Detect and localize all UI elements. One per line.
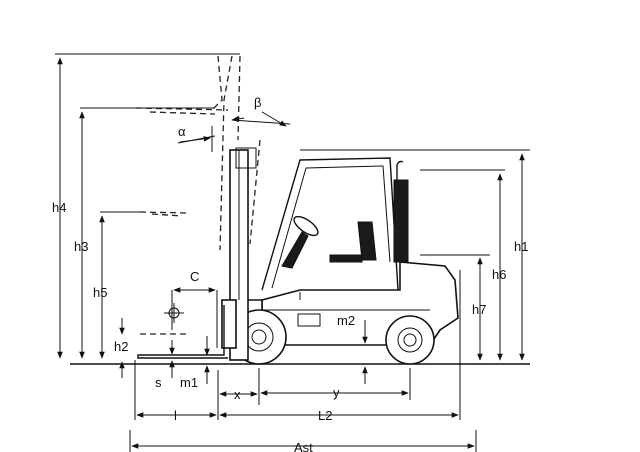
- label-beta: β: [254, 95, 261, 110]
- reference-lines: [55, 53, 530, 452]
- front-wheel-center: [251, 329, 267, 345]
- label-m1: m1: [180, 375, 198, 390]
- hood-line: [262, 292, 430, 311]
- arrow-beta-left: [231, 116, 245, 122]
- label-h4: h4: [52, 200, 66, 215]
- dimension-arrows: [57, 57, 525, 449]
- arrow-beta: [261, 111, 287, 127]
- rear-post: [393, 179, 409, 263]
- dimension-labels: h4 h3 h5 h2 h1 h6 h7 α β C m2 s m1 x y l…: [52, 95, 528, 452]
- label-ast: Ast: [294, 440, 313, 452]
- cab-window: [271, 165, 391, 289]
- arrow-alpha: [179, 136, 211, 143]
- rear-wheel-center: [403, 333, 417, 347]
- rear-wheel-hub: [397, 327, 423, 353]
- carriage: [221, 299, 237, 349]
- label-h6: h6: [492, 267, 506, 282]
- steering-wheel: [293, 215, 319, 237]
- overhead-guard: [261, 157, 399, 291]
- label-h7: h7: [472, 302, 486, 317]
- exhaust-pipe: [396, 160, 404, 180]
- label-x: x: [234, 387, 241, 402]
- rear-wheel: [385, 315, 435, 365]
- cg-marker: [297, 313, 321, 327]
- forklift-truck: [231, 157, 459, 365]
- label-s: s: [155, 375, 162, 390]
- operator-seat: [329, 221, 377, 263]
- label-h5: h5: [93, 285, 107, 300]
- label-alpha: α: [178, 124, 186, 139]
- steering-column: [281, 231, 309, 269]
- mast: [137, 147, 257, 361]
- label-l: l: [174, 408, 177, 423]
- label-l2: L2: [318, 408, 332, 423]
- label-h1: h1: [514, 239, 528, 254]
- label-c: C: [190, 269, 199, 284]
- fork: [137, 305, 228, 359]
- label-m2: m2: [337, 313, 355, 328]
- label-h2: h2: [114, 339, 128, 354]
- label-h3: h3: [74, 239, 88, 254]
- label-y: y: [333, 385, 340, 400]
- mast-top: [235, 147, 257, 169]
